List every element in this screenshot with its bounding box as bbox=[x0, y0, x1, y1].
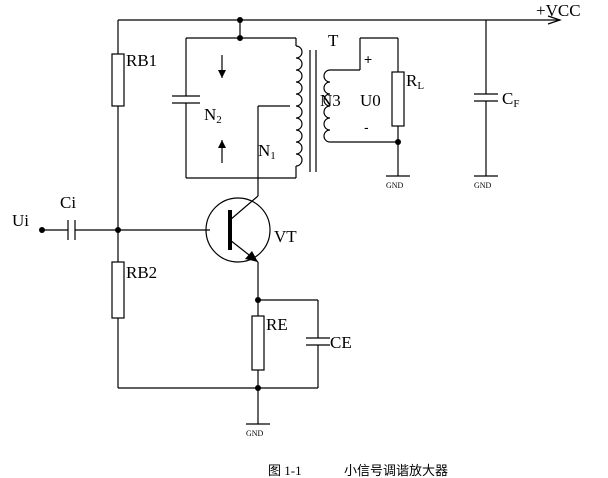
re-resistor bbox=[251, 315, 265, 371]
re-label: RE bbox=[266, 315, 288, 334]
figure-number: 图 1-1 bbox=[268, 463, 302, 478]
gnd-label: GND bbox=[474, 181, 492, 190]
rb1-label: RB1 bbox=[126, 51, 157, 70]
emitter-arrow-icon bbox=[245, 251, 258, 262]
transistor-collector bbox=[229, 195, 259, 221]
ce-label: CE bbox=[330, 333, 352, 352]
transformer-label: T bbox=[328, 31, 339, 50]
vt-label: VT bbox=[274, 227, 297, 246]
transistor-body bbox=[205, 197, 271, 263]
ci-label: Ci bbox=[60, 193, 76, 212]
minus-sign: - bbox=[364, 119, 369, 135]
arrow-down-icon bbox=[218, 70, 226, 78]
rl-label: RL bbox=[406, 71, 424, 92]
u0-label: U0 bbox=[360, 91, 381, 110]
vcc-arrow bbox=[547, 15, 562, 25]
junction bbox=[395, 139, 401, 145]
rb2-label: RB2 bbox=[126, 263, 157, 282]
gnd-label: GND bbox=[246, 429, 264, 438]
rl-resistor bbox=[391, 71, 405, 127]
plus-sign: + bbox=[364, 51, 372, 67]
rb1-resistor bbox=[111, 53, 125, 107]
gnd-label: GND bbox=[386, 181, 404, 190]
cf-label: CF bbox=[502, 89, 519, 110]
ui-label: Ui bbox=[12, 211, 29, 230]
primary-coil bbox=[295, 45, 303, 167]
vcc-label: +VCC bbox=[536, 1, 581, 20]
n2-label: N2 bbox=[204, 105, 222, 126]
rb2-resistor bbox=[111, 261, 125, 319]
arrow-up-icon bbox=[218, 140, 226, 148]
n1-label: N1 bbox=[258, 141, 276, 162]
figure-title: 小信号调谐放大器 bbox=[344, 463, 449, 478]
secondary-coil bbox=[323, 69, 331, 143]
n3-label: N3 bbox=[320, 91, 341, 110]
